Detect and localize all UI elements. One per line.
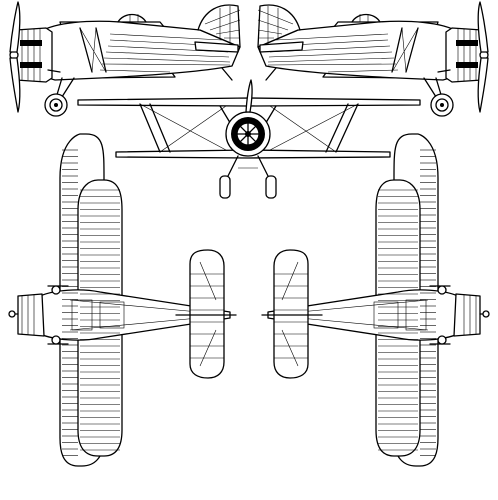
front-view: [77, 79, 421, 199]
plan-view-bottom: [261, 133, 490, 467]
plan-view-top: [8, 133, 237, 467]
wing-ribs: [62, 149, 436, 456]
